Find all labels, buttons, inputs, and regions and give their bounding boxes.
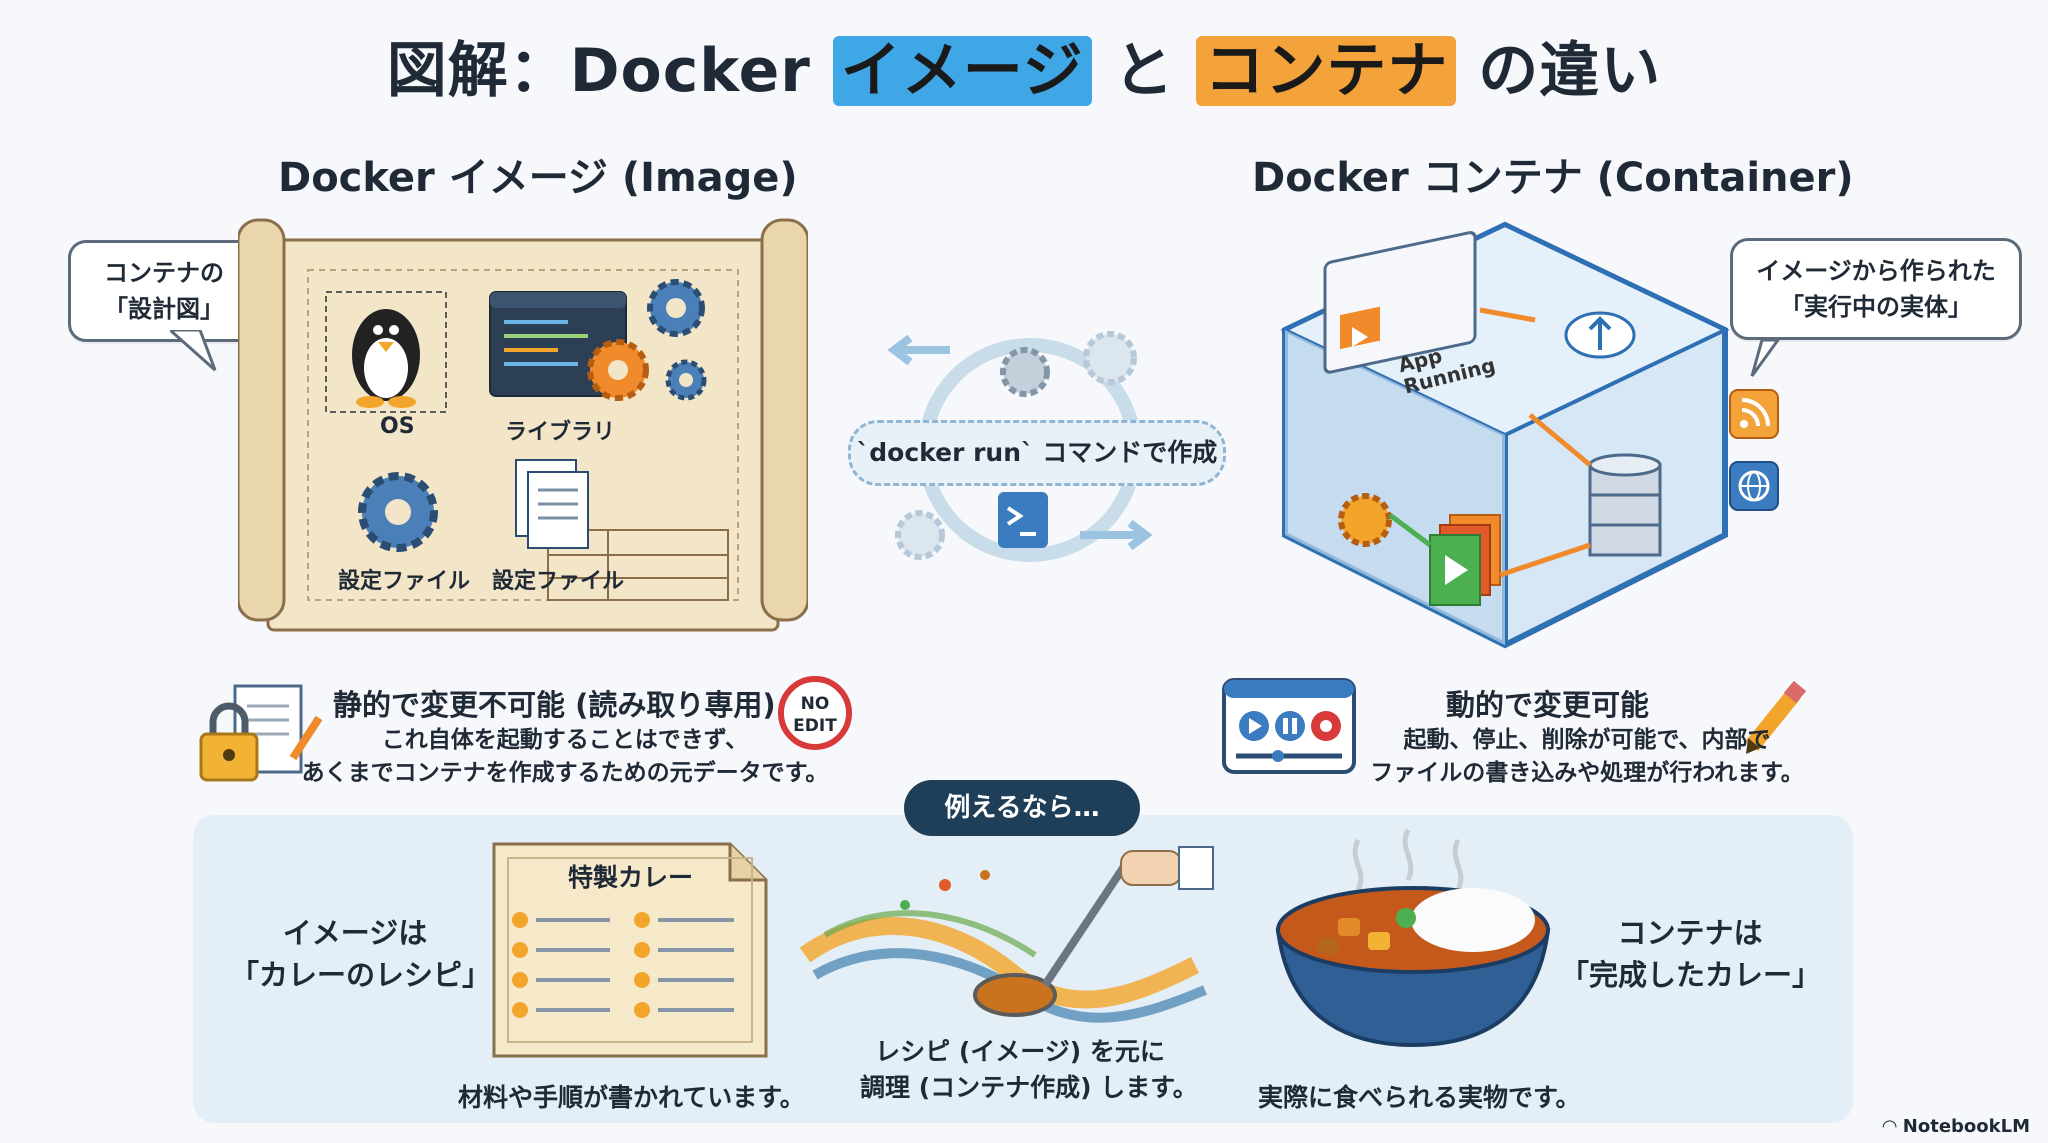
recipe-card-illustration: [492, 842, 768, 1058]
os-label: OS: [380, 414, 415, 439]
analogy-panel: [193, 815, 1853, 1123]
no-edit-badge: NO EDIT: [778, 676, 852, 750]
recipe-caption: 材料や手順が書かれています。: [458, 1083, 805, 1112]
library-label: ライブラリ: [505, 420, 616, 445]
analogy-pill: 例えるなら…: [904, 780, 1140, 836]
config-file-label-2: 設定ファイル: [492, 569, 625, 594]
container-cube-illustration: [1280, 221, 1730, 649]
bubble-tail-right: [1750, 340, 1780, 377]
image-trait-description: これ自体を起動することはできず、 あくまでコンテナを作成するための元データです。: [301, 727, 829, 787]
cooking-caption: レシピ (イメージ) を元に 調理 (コンテナ作成) します。: [860, 1037, 1198, 1103]
recipe-card-title: 特製カレー: [568, 863, 694, 892]
notebooklm-logo-icon: ◠: [1882, 1116, 1903, 1137]
notebooklm-brand: ◠ NotebookLM: [1882, 1116, 2030, 1137]
image-section-heading: Docker イメージ (Image): [278, 155, 798, 201]
image-trait-title: 静的で変更不可能 (読み取り専用): [333, 688, 776, 722]
container-trait-title: 動的で変更可能: [1446, 688, 1650, 722]
container-section-heading: Docker コンテナ (Container): [1252, 155, 1854, 201]
config-file-label-1: 設定ファイル: [338, 569, 471, 594]
container-trait-description: 起動、停止、削除が可能で、内部で ファイルの書き込みや処理が行われます。: [1370, 727, 1804, 787]
blueprint-scroll-illustration: [238, 218, 808, 632]
title-prefix: 図解：Docker: [386, 36, 833, 106]
image-blueprint-bubble: コンテナの 「設計図」: [68, 240, 260, 342]
docker-run-command-box: `docker run` コマンドで作成: [848, 420, 1226, 486]
curry-bowl-illustration: [1275, 828, 1551, 1048]
lock-document-icon: [199, 684, 323, 782]
cooking-ladle-illustration: [799, 846, 1214, 1023]
curry-caption: 実際に食べられる実物です。: [1258, 1083, 1581, 1112]
title-container-highlight: コンテナ: [1196, 36, 1457, 106]
bubble-tail-left: [170, 330, 217, 372]
page-title: 図解：Docker イメージ と コンテナ の違い: [0, 22, 2048, 109]
title-middle: と: [1091, 36, 1197, 106]
title-suffix: の違い: [1456, 36, 1662, 106]
pencil-icon: [1745, 680, 1807, 754]
analogy-container-label: コンテナは 「完成したカレー」: [1560, 916, 1822, 993]
analogy-image-label: イメージは 「カレーのレシピ」: [230, 916, 492, 993]
title-image-highlight: イメージ: [832, 36, 1092, 106]
media-controls-icon: [1222, 678, 1356, 774]
globe-icon: [1729, 461, 1779, 511]
container-entity-bubble: イメージから作られた 「実行中の実体」: [1730, 238, 2022, 340]
rss-icon: [1729, 389, 1779, 439]
